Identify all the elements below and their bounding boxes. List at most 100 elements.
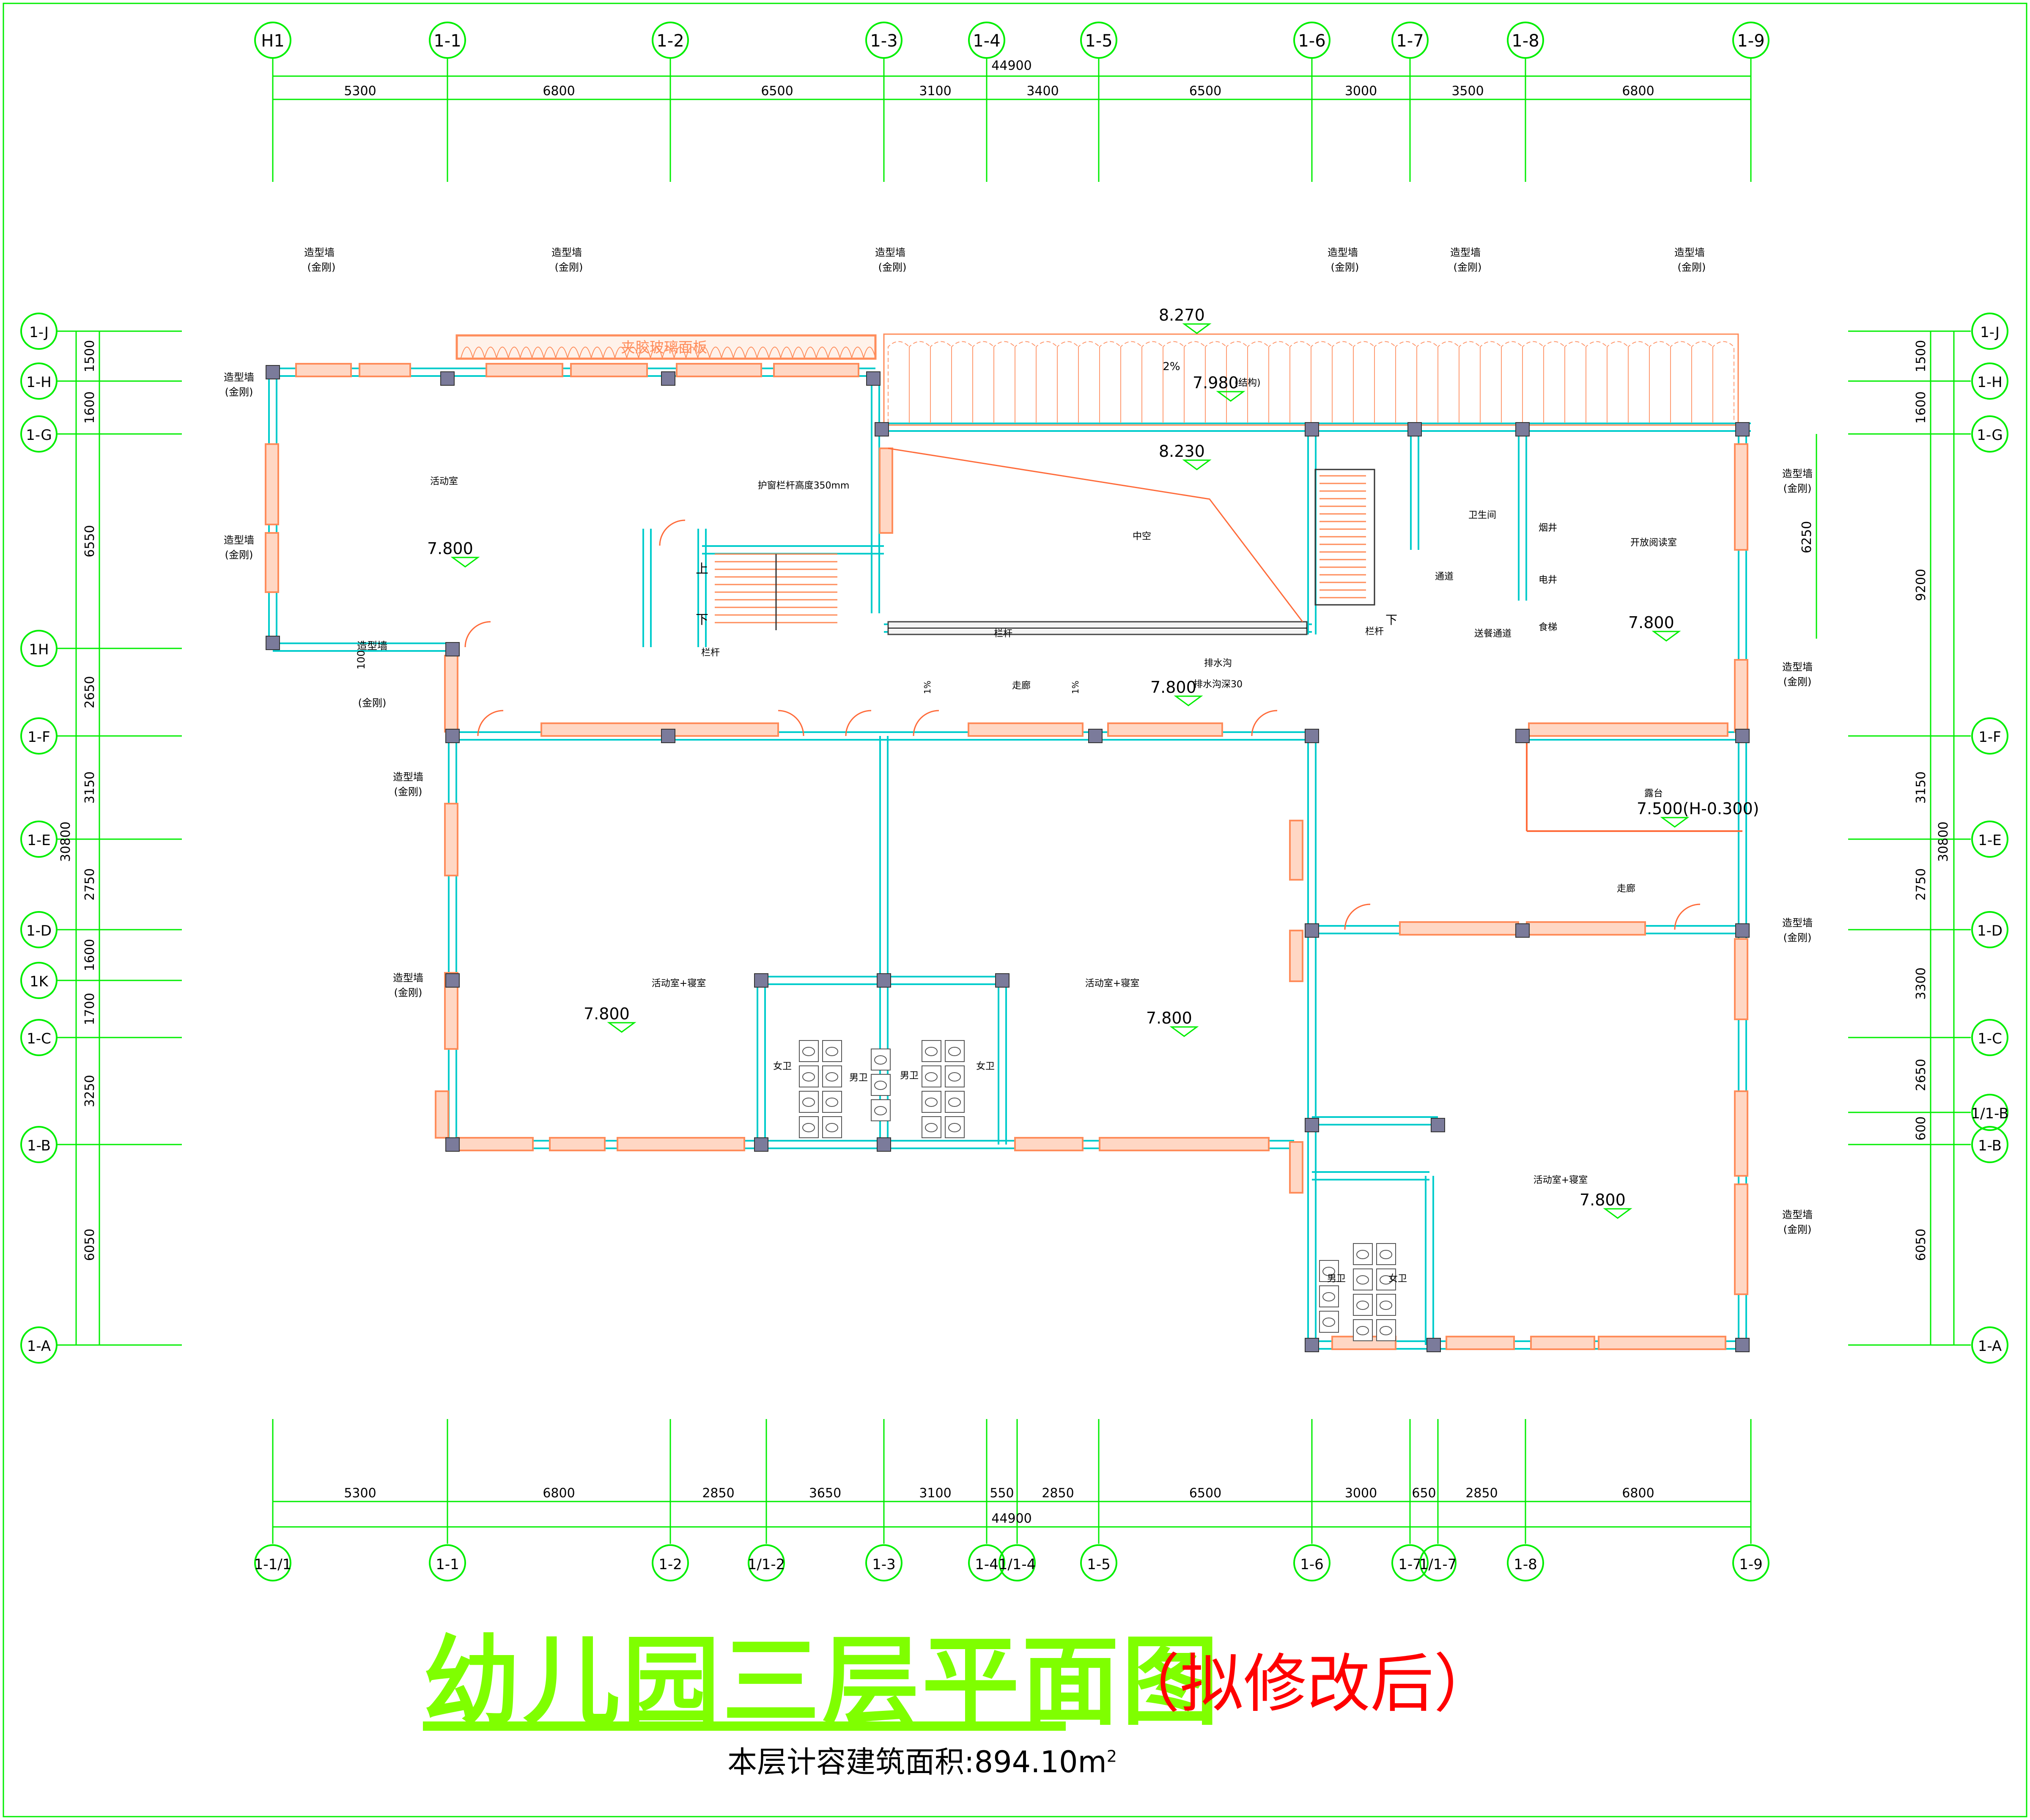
drawing-title: 幼儿园三层平面图 [423,1626,1222,1739]
elevation-8270: 8.270 [1159,306,1205,324]
structural-column [1515,422,1530,436]
room-terrace: 露台 [1644,788,1663,799]
feature-wall-sublabel: (金刚) [1783,483,1812,494]
canopy-hatch [1078,341,1100,423]
structural-column [445,973,460,988]
left-dim-text: 1500 [82,340,97,372]
floor-area-superscript: 2 [1106,1747,1117,1766]
elevation-marker [1169,1026,1199,1037]
feature-wall-sublabel: (金刚) [555,261,583,273]
toilet-fixture [1376,1319,1396,1341]
structural-column [875,422,889,436]
canopy-hatch [993,341,1015,423]
window-void [879,447,893,534]
toilet-bowl [948,1123,961,1132]
toilet-bowl [1380,1275,1392,1285]
toilet-fixture [922,1116,941,1138]
elevation-marker [1603,1208,1632,1219]
toilet-fixture [1319,1311,1339,1333]
toilet-bowl [826,1047,838,1056]
toilet-fixture [1353,1319,1373,1341]
toilet-bowl [925,1072,938,1082]
toilet-fixture [822,1116,842,1138]
elevation-marker [450,557,480,568]
room-food-passage: 送餐通道 [1474,629,1512,639]
canopy-hatch [1649,341,1671,423]
structural-column [445,729,460,743]
bottom-dim-text: 550 [990,1486,1014,1501]
feature-wall-sublabel: (金刚) [225,386,253,398]
structural-column [1305,923,1319,938]
left-dim-text: 2650 [82,676,97,708]
dim-100: 100 [355,650,367,670]
elevation-7800-corridor: 7.800 [1150,678,1196,697]
glass-panel-arc [579,346,592,358]
bottom-axis-bubble [652,1544,689,1581]
canopy-hatch [1332,341,1354,423]
right-dim-text: 2650 [1914,1059,1928,1091]
door-swing [913,710,939,736]
elevation-marker [1182,459,1212,470]
toilet-bowl [802,1098,815,1107]
window-east-wing-left [1289,930,1303,982]
right-axis-bubble [1971,415,2008,453]
structural-column [266,636,280,650]
feature-wall-label: 造型墙 [1782,917,1813,929]
bottom-axis-bubble [1293,1544,1330,1581]
structural-column [995,973,1010,988]
bottom-total-dim: 44900 [991,1511,1031,1526]
feature-wall-sublabel: (金刚) [1454,261,1482,273]
bottom-axis-label: 1/1-4 [999,1556,1036,1573]
top-total-dim: 44900 [991,58,1031,73]
feature-wall-sublabel: (金刚) [225,549,253,561]
window-east-south [1446,1336,1515,1350]
toilet-fixture [1353,1268,1373,1290]
structural-column [1515,729,1530,743]
toilet-fixture [871,1099,891,1121]
window-east-corridor [1526,921,1646,936]
door-swing [1674,903,1701,930]
canopy-hatch [1691,341,1713,423]
bottom-axis-label: 1-5 [1087,1556,1111,1573]
room-male-wc: 男卫 [849,1073,868,1083]
structural-column [1735,729,1750,743]
glass-panel-arc [780,346,793,358]
gutter-note-label: 排水沟深30 [1193,679,1243,690]
canopy-hatch [1459,341,1481,423]
stair-down-label: 下 [696,612,708,627]
toilet-fixture [871,1049,891,1071]
window-corridor [1107,722,1223,737]
left-dim-text: 3150 [82,771,97,804]
slope-small-label: 1% [922,681,933,694]
elevation-marker [1174,695,1203,706]
toilet-bowl [948,1098,961,1107]
canopy-hatch [1628,341,1650,423]
room-activity: 活动室 [430,476,458,487]
room-activity-bedroom-right: 活动室+寝室 [1085,978,1139,989]
glass-panel-arc [709,346,722,358]
room-flue: 烟井 [1539,523,1557,533]
bottom-axis-bubble [254,1544,291,1581]
window-corridor [1528,722,1728,737]
glass-panel-arc [804,346,817,358]
glass-panel-arc [650,346,663,358]
top-dim-text: 6500 [761,84,793,99]
structural-column [1305,1338,1319,1352]
bottom-axis-label: 1-8 [1514,1556,1537,1573]
top-dim-text: 6500 [1189,84,1221,99]
canopy-hatch [1712,341,1734,423]
feature-wall-label: 造型墙 [1782,661,1813,673]
window-east-south [1530,1336,1595,1350]
feature-wall-sublabel: (金刚) [1678,261,1706,273]
top-axis-label: 1-7 [1396,31,1424,51]
feature-wall-label: 造型墙 [1450,247,1481,258]
toilet-bowl [925,1123,938,1132]
feature-wall-sublabel: (金刚) [358,697,387,709]
glass-panel-arc [461,346,473,358]
left-dim-text: 1600 [82,939,97,971]
glass-panel-arc [591,346,604,358]
canopy-hatch [1522,341,1544,423]
right-dim-text: 2750 [1914,868,1928,900]
window-west-activity [265,443,279,525]
slope-label: 2% [1163,360,1180,373]
